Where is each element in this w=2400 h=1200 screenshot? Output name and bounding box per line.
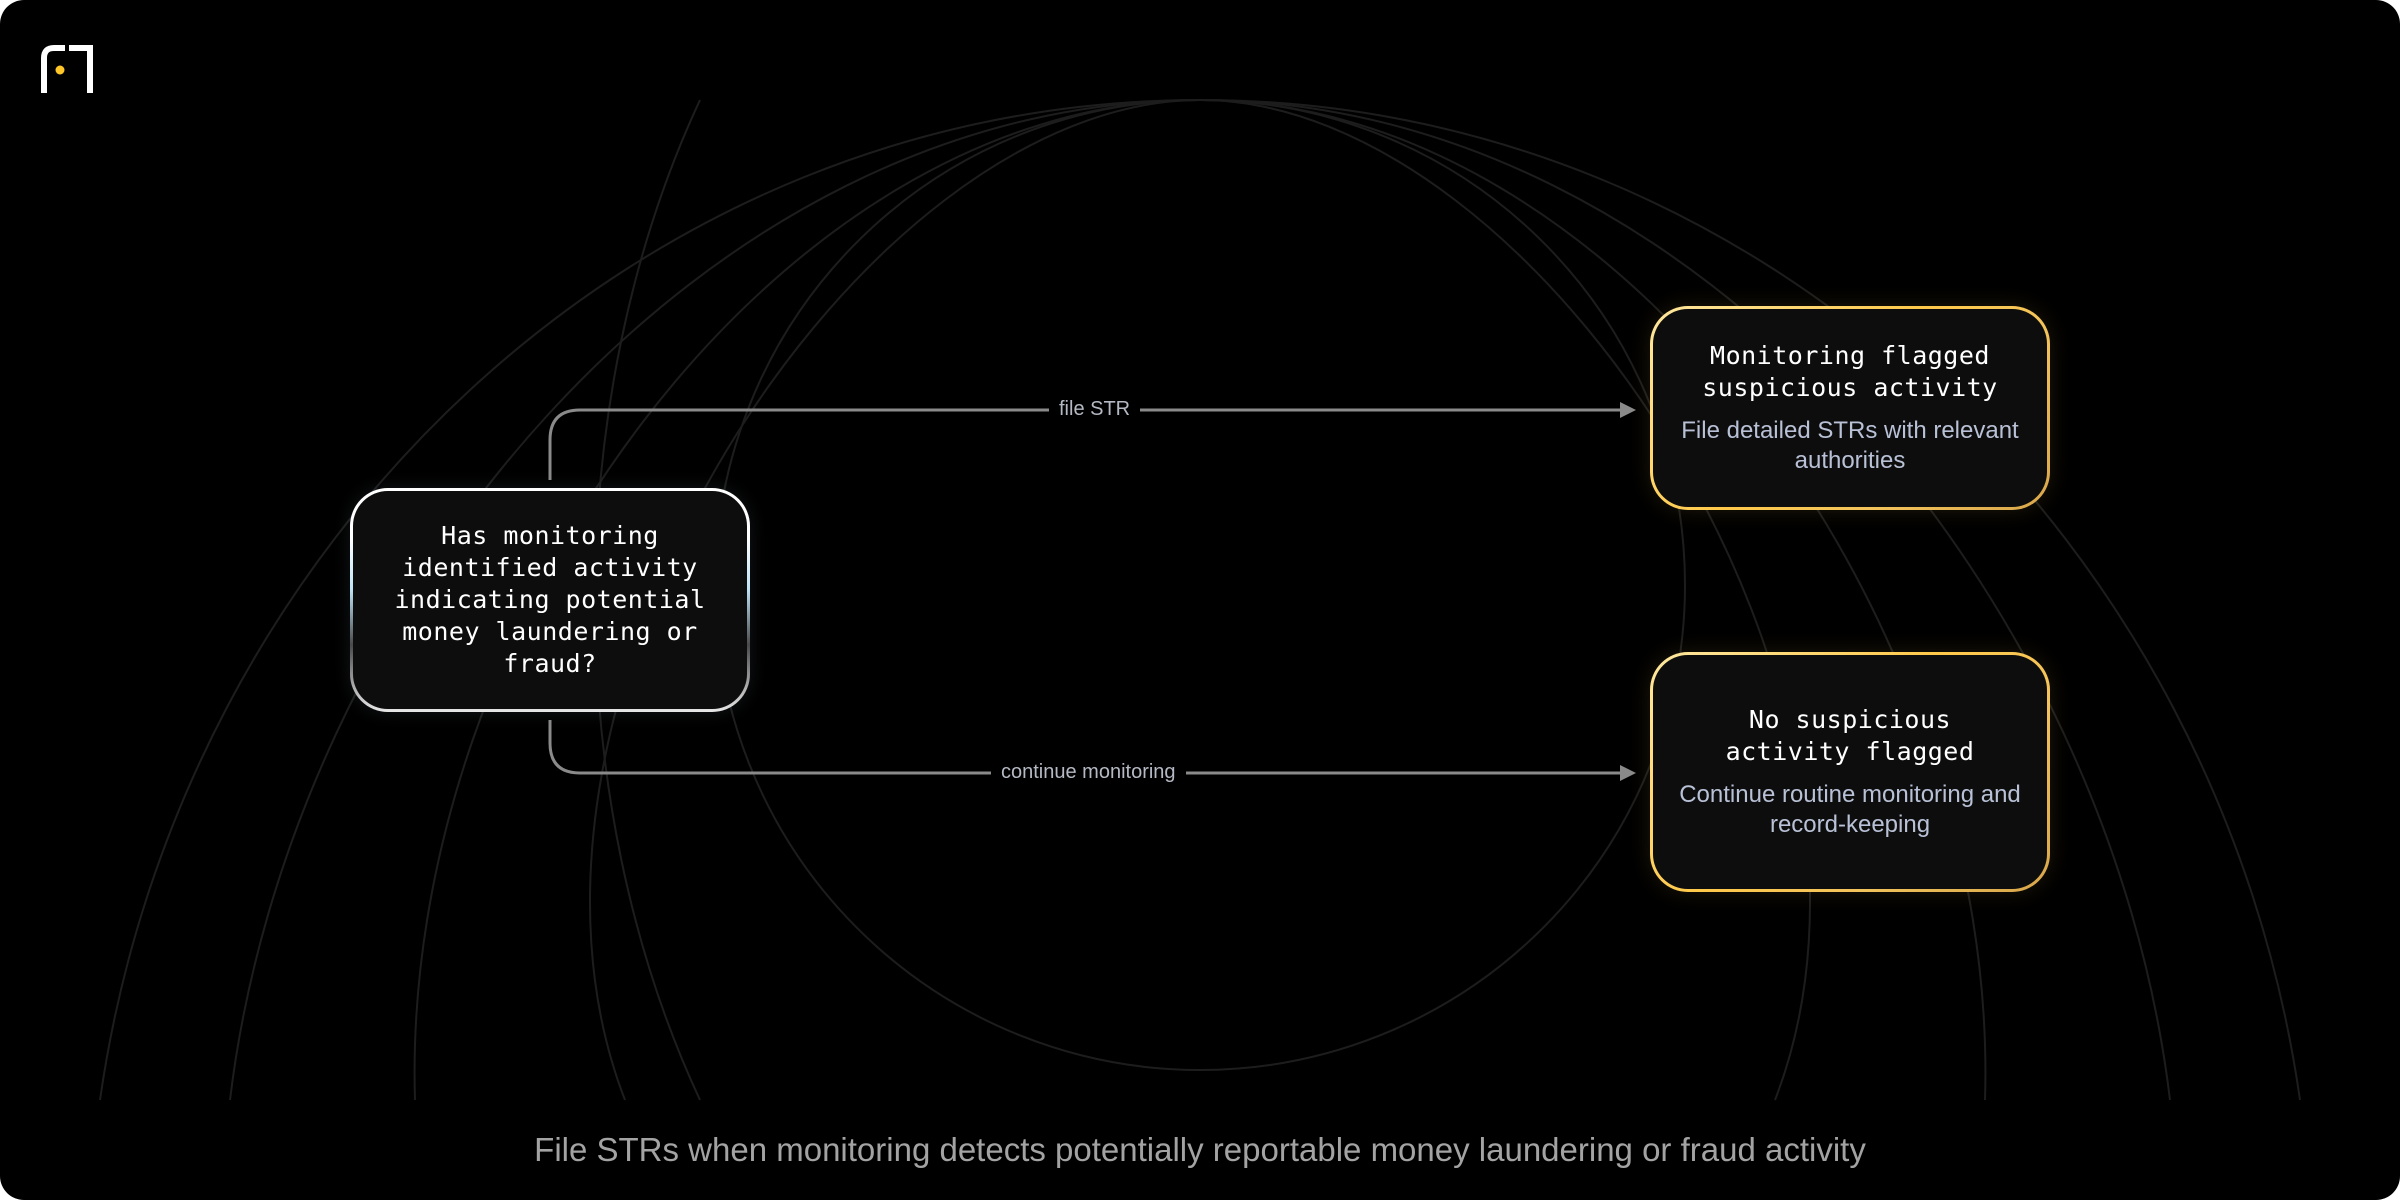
decision-question: Has monitoring identified activity indic… (394, 521, 706, 678)
arrowhead-icon (1620, 765, 1636, 781)
connector-file-str (548, 408, 1625, 480)
diagram-caption: File STRs when monitoring detects potent… (534, 1131, 1866, 1168)
outcome-node-none: No suspicious activity flagged Continue … (1650, 652, 2050, 892)
edge-label-file-str: file STR (1049, 396, 1141, 422)
decision-node: Has monitoring identified activity indic… (350, 488, 750, 712)
outcome-flagged-description: File detailed STRs with relevant authori… (1681, 417, 2019, 474)
edge-label-continue-monitoring: continue monitoring (991, 759, 1186, 785)
outcome-node-flagged: Monitoring flagged suspicious activity F… (1650, 306, 2050, 510)
connector-continue-monitoring (548, 720, 1625, 775)
brand-logo-icon (41, 45, 93, 93)
outcome-flagged-title: Monitoring flagged suspicious activity (1702, 341, 1998, 402)
outcome-none-title: No suspicious activity flagged (1725, 705, 1975, 766)
arrowhead-icon (1620, 402, 1636, 418)
outcome-none-description: Continue routine monitoring and record-k… (1679, 781, 2021, 838)
